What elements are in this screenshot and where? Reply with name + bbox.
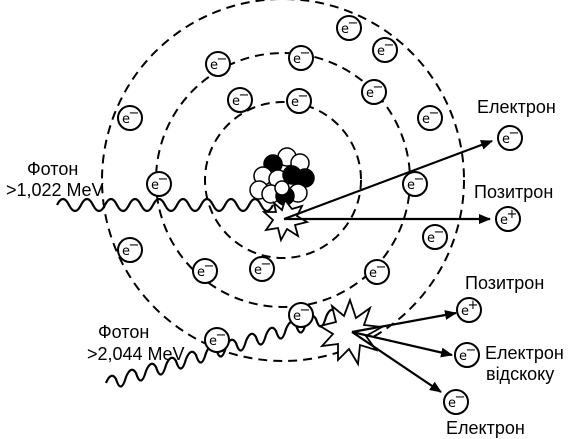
photon-1-label: Фотон [27, 159, 78, 179]
arrow-to-positron-bottom [351, 310, 457, 334]
electron-symbol-electron-middle-right-top: e− [372, 37, 398, 63]
positron-symbol-positron-emitted-bottom: e+ [456, 297, 482, 323]
svg-text:−: − [216, 328, 227, 343]
out-positron-top-label: Позитрон [474, 182, 553, 202]
electron-symbol-electron-middle-left-low: e− [192, 258, 218, 284]
svg-text:e: e [232, 94, 240, 109]
svg-text:e: e [461, 304, 469, 319]
svg-text:e: e [369, 266, 377, 281]
nucleus [249, 147, 315, 206]
out-recoil-electron-label-2: відскоку [486, 364, 554, 384]
svg-text:e: e [122, 112, 130, 127]
svg-text:e: e [341, 22, 349, 37]
svg-text:−: − [373, 80, 384, 95]
photon-2-energy: >2,044 MeV [87, 344, 185, 364]
out-electron-top-label: Електрон [477, 97, 556, 117]
svg-text:e: e [448, 396, 456, 411]
svg-text:−: − [261, 257, 272, 272]
electron-symbol-electron-outer-left: e− [117, 105, 143, 131]
svg-text:−: − [384, 38, 395, 53]
svg-text:e: e [422, 112, 430, 127]
svg-text:−: − [434, 225, 445, 240]
svg-text:−: − [466, 343, 477, 358]
electron-symbol-electron-middle-top: e− [288, 45, 314, 71]
electron-symbol-electron-middle-right: e− [361, 79, 387, 105]
electron-symbol-electron-outer-left-low: e− [117, 237, 143, 263]
electron-symbol-electron-outer-right-mid: e− [402, 171, 428, 197]
svg-text:−: − [300, 46, 311, 61]
svg-text:e: e [151, 178, 159, 193]
svg-text:e: e [500, 213, 508, 228]
orbit-inner [204, 101, 362, 259]
electron-symbol-electron-outer-right-low: e− [422, 224, 448, 250]
arrow-to-electron-bottom [351, 331, 442, 393]
electron-symbol-electron-inner-left-top: e− [227, 87, 253, 113]
svg-text:e: e [291, 95, 299, 110]
svg-text:e: e [254, 263, 262, 278]
interaction-burst-electron [317, 297, 385, 367]
particles-layer: e−e−e−e−e−e−e−e−e−e−e−e−e−e−e−e−e−e−e−e+… [117, 15, 523, 415]
svg-text:e: e [377, 44, 385, 59]
svg-text:e: e [407, 178, 415, 193]
svg-text:−: − [129, 106, 140, 121]
svg-text:+: + [507, 207, 518, 222]
svg-text:−: − [455, 390, 466, 405]
svg-text:−: − [414, 172, 425, 187]
electron-symbol-electron-inner-top: e− [286, 88, 312, 114]
out-electron-bottom-label: Електрон [446, 418, 525, 438]
out-recoil-electron-label-1: Електрон [485, 343, 564, 363]
svg-text:−: − [158, 172, 169, 187]
svg-text:e: e [459, 349, 467, 364]
svg-text:e: e [210, 58, 218, 73]
electron-symbol-electron-outer-top: e− [336, 15, 362, 41]
svg-text:e: e [366, 86, 374, 101]
svg-text:e: e [197, 265, 205, 280]
svg-text:e: e [122, 244, 130, 259]
out-positron-bottom-label: Позитрон [465, 273, 544, 293]
svg-text:−: − [376, 260, 387, 275]
svg-text:e: e [293, 309, 301, 324]
photon-2-label: Фотон [98, 322, 149, 342]
svg-text:−: − [129, 238, 140, 253]
svg-text:e: e [427, 231, 435, 246]
electron-symbol-electron-inner-bottom: e− [249, 256, 275, 282]
svg-text:e: e [293, 52, 301, 67]
svg-text:e: e [209, 334, 217, 349]
svg-text:−: − [204, 259, 215, 274]
electron-symbol-electron-recoil: e− [454, 342, 480, 368]
svg-text:+: + [468, 298, 479, 313]
svg-text:−: − [239, 88, 250, 103]
electron-symbol-electron-middle-left: e− [146, 171, 172, 197]
electron-symbol-electron-middle-right-low: e− [364, 259, 390, 285]
svg-text:−: − [217, 52, 228, 67]
electron-symbol-electron-emitted-top: e− [497, 125, 523, 151]
orbit-outer [101, 0, 465, 362]
svg-text:−: − [298, 89, 309, 104]
electron-symbol-electron-outer-right: e− [417, 105, 443, 131]
arrow-to-recoil-electron [351, 330, 453, 358]
positron-symbol-positron-emitted-top: e+ [495, 206, 521, 232]
svg-text:−: − [300, 303, 311, 318]
photon-1-energy: >1,022 MeV [6, 180, 104, 200]
svg-text:−: − [509, 126, 520, 141]
electron-symbol-electron-emitted-bottom: e− [443, 389, 469, 415]
svg-text:−: − [348, 16, 359, 31]
electron-symbol-electron-outer-bottom: e− [288, 302, 314, 328]
svg-text:−: − [429, 106, 440, 121]
electron-symbol-electron-outer-bottom-left: e− [204, 327, 230, 353]
svg-text:e: e [502, 132, 510, 147]
photon-1-wave [56, 197, 274, 213]
electron-symbol-electron-outer-top-left: e− [205, 51, 231, 77]
arrow-to-electron-top [283, 139, 493, 221]
